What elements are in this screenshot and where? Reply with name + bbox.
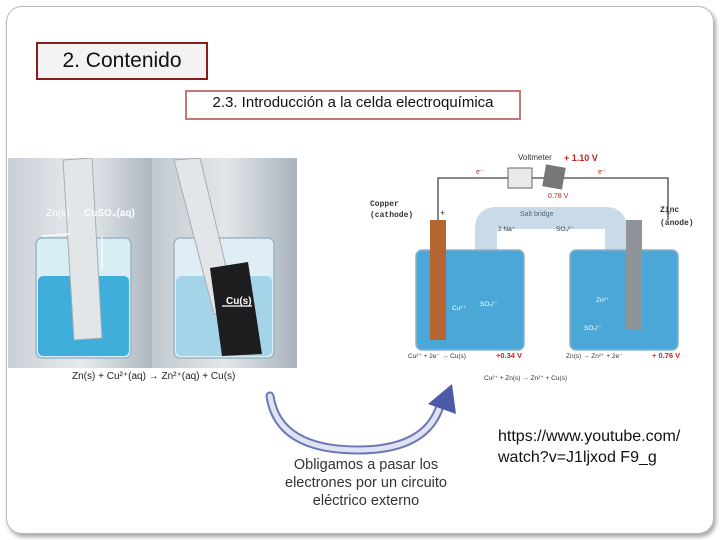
galvanic-cell-diagram: Voltmeter + 1.10 V 0.78 V e⁻ e⁻ Salt bri… xyxy=(370,153,694,382)
copper-label: Copper xyxy=(370,200,399,209)
potential-cu: +0.34 V xyxy=(496,351,522,360)
label-zn: Zn(s) xyxy=(46,208,69,219)
electron-left: e⁻ xyxy=(476,169,484,176)
label-cu: Cu(s) xyxy=(226,296,252,307)
overall-reaction: Cu²⁺ + Zn(s) → Zn²⁺ + Cu(s) xyxy=(484,375,567,382)
ion-cu2: Cu²⁺ xyxy=(452,305,466,312)
section-title: 2. Contenido xyxy=(36,42,208,80)
ion-so4-left: SO₄²⁻ xyxy=(480,301,498,308)
zinc-strip xyxy=(62,158,103,341)
anode-label: (anode) xyxy=(660,219,694,228)
voltage-total: + 1.10 V xyxy=(564,153,598,163)
section-title-text: 2. Contenido xyxy=(62,49,182,72)
beaker-after-illustration: Cu(s) xyxy=(173,158,275,359)
salt-bridge xyxy=(475,207,627,260)
caption-text: Obligamos a pasar los electrones por un … xyxy=(285,457,447,509)
beaker-before-illustration: Zn(s) CuSO₄(aq) xyxy=(35,158,135,359)
voltmeter-display xyxy=(542,164,566,190)
ion-so4-right: SO₄²⁻ xyxy=(584,325,602,332)
voltmeter-icon xyxy=(507,167,533,189)
slide-frame xyxy=(6,6,714,534)
zinc-half-cell xyxy=(569,249,679,351)
reaction-equation: Zn(s) + Cu²⁺(aq) → Zn²⁺(aq) + Cu(s) xyxy=(72,371,236,382)
salt-bridge-label: Salt bridge xyxy=(520,211,554,218)
copper-electrode xyxy=(430,220,446,340)
voltmeter-label: Voltmeter xyxy=(518,153,552,162)
ion-zn2: Zn²⁺ xyxy=(596,297,610,304)
curved-arrow-icon xyxy=(265,384,456,455)
plus-sign: + xyxy=(440,208,445,218)
beaker-photo-before: Zn(s) CuSO₄(aq) xyxy=(8,158,153,368)
subsection-title-text: 2.3. Introducción a la celda electroquím… xyxy=(212,94,494,111)
zinc-electrode xyxy=(626,220,642,330)
half-reaction-cu: Cu²⁺ + 2e⁻ → Cu(s) xyxy=(408,353,466,360)
minus-sign: − xyxy=(666,208,671,218)
bridge-so4: SO₄²⁻ xyxy=(556,226,574,233)
electron-right: e⁻ xyxy=(598,169,606,176)
beaker-photo-after: Cu(s) xyxy=(152,158,297,368)
voltage-mid: 0.78 V xyxy=(548,193,569,200)
subsection-title: 2.3. Introducción a la celda electroquím… xyxy=(185,90,521,120)
label-cuso4: CuSO₄(aq) xyxy=(84,208,135,219)
half-reaction-zn: Zn(s) → Zn²⁺ + 2e⁻ xyxy=(566,353,623,360)
copper-deposit xyxy=(210,262,262,356)
zinc-label: Zinc xyxy=(660,206,679,215)
cathode-label: (cathode) xyxy=(370,211,413,220)
video-link[interactable]: https://www.youtube.com/watch?v=J1ljxod … xyxy=(498,428,681,466)
potential-zn: + 0.76 V xyxy=(652,351,680,360)
bridge-na: 2 Na⁺ xyxy=(498,226,516,233)
